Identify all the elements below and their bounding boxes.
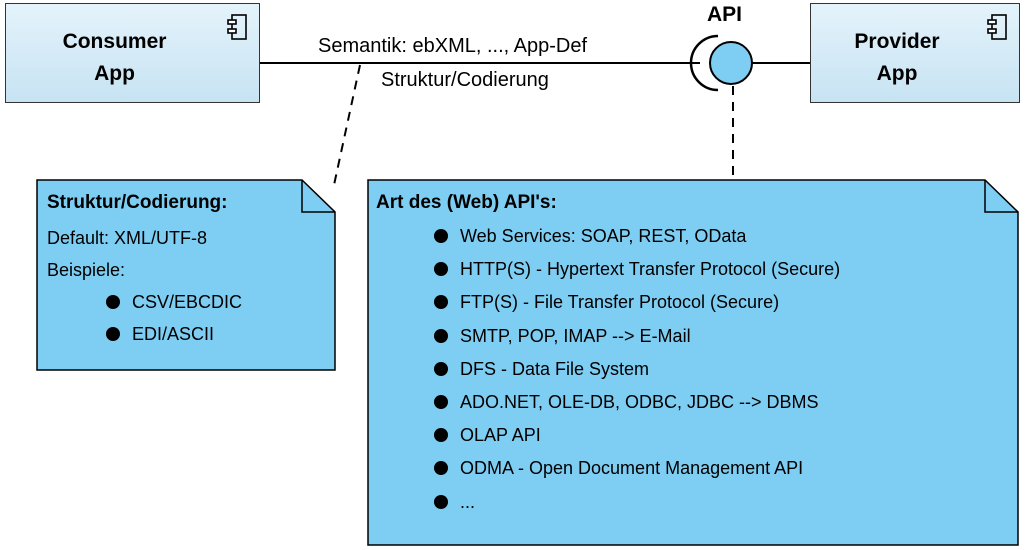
list-item: EDI/ASCII bbox=[106, 324, 214, 345]
list-item-text: CSV/EBCDIC bbox=[132, 292, 243, 312]
consumer-title: Consumer App bbox=[6, 26, 223, 90]
uml-component-icon bbox=[987, 14, 1007, 40]
list-item: ... bbox=[434, 492, 475, 513]
list-item-text: ADO.NET, OLE-DB, ODBC, JDBC --> DBMS bbox=[460, 392, 819, 412]
note-right-title: Art des (Web) API's: bbox=[376, 192, 557, 213]
connector-semantic-label: Semantik: ebXML, ..., App-Def bbox=[318, 35, 588, 57]
provider-title-line2: App bbox=[876, 62, 918, 85]
bullet-icon bbox=[434, 329, 448, 343]
provider-title: Provider App bbox=[811, 26, 983, 90]
list-item: ADO.NET, OLE-DB, ODBC, JDBC --> DBMS bbox=[434, 392, 819, 413]
bullet-icon bbox=[434, 229, 448, 243]
interface-socket bbox=[689, 34, 719, 92]
list-item: HTTP(S) - Hypertext Transfer Protocol (S… bbox=[434, 259, 840, 280]
note-left-examples-label: Beispiele: bbox=[47, 260, 126, 280]
bullet-icon bbox=[434, 362, 448, 376]
consumer-component[interactable]: Consumer App bbox=[5, 3, 260, 103]
bullet-icon bbox=[434, 395, 448, 409]
bullet-icon bbox=[106, 295, 120, 309]
bullet-icon bbox=[434, 262, 448, 276]
bullet-icon bbox=[434, 461, 448, 475]
note-fold-right bbox=[984, 180, 1018, 213]
provider-component[interactable]: Provider App bbox=[810, 3, 1020, 103]
bullet-icon bbox=[106, 327, 120, 341]
note-anchor-left bbox=[333, 64, 361, 186]
uml-component-icon bbox=[227, 14, 247, 40]
list-item: Web Services: SOAP, REST, OData bbox=[434, 226, 746, 247]
list-item: OLAP API bbox=[434, 425, 541, 446]
list-item: ODMA - Open Document Management API bbox=[434, 458, 803, 479]
list-item-text: FTP(S) - File Transfer Protocol (Secure) bbox=[460, 292, 780, 312]
list-item-text: OLAP API bbox=[460, 425, 541, 445]
bullet-icon bbox=[434, 295, 448, 309]
provider-title-line1: Provider bbox=[854, 30, 940, 53]
api-label: API bbox=[707, 3, 743, 26]
bullet-icon bbox=[434, 495, 448, 509]
interface-ball bbox=[709, 41, 753, 85]
list-item-text: EDI/ASCII bbox=[132, 324, 215, 344]
list-item: SMTP, POP, IMAP --> E-Mail bbox=[434, 326, 691, 347]
list-item: FTP(S) - File Transfer Protocol (Secure) bbox=[434, 292, 779, 313]
connector-structure-label: Struktur/Codierung bbox=[381, 69, 549, 91]
list-item-text: ODMA - Open Document Management API bbox=[460, 458, 804, 478]
note-fold-left bbox=[301, 180, 335, 213]
list-item-text: Web Services: SOAP, REST, OData bbox=[460, 226, 747, 246]
consumer-title-line2: App bbox=[94, 62, 135, 85]
note-left-default: Default: XML/UTF-8 bbox=[47, 228, 208, 248]
list-item-text: DFS - Data File System bbox=[460, 359, 650, 379]
list-item: DFS - Data File System bbox=[434, 359, 649, 380]
list-item: CSV/EBCDIC bbox=[106, 292, 242, 313]
note-left-title: Struktur/Codierung: bbox=[47, 192, 228, 213]
note-shape-right bbox=[367, 179, 1019, 546]
list-item-text: SMTP, POP, IMAP --> E-Mail bbox=[460, 326, 691, 346]
bullet-icon bbox=[434, 428, 448, 442]
list-item-text: ... bbox=[460, 492, 476, 512]
list-item-text: HTTP(S) - Hypertext Transfer Protocol (S… bbox=[460, 259, 841, 279]
note-shape-left bbox=[36, 179, 336, 371]
consumer-title-line1: Consumer bbox=[62, 30, 167, 53]
